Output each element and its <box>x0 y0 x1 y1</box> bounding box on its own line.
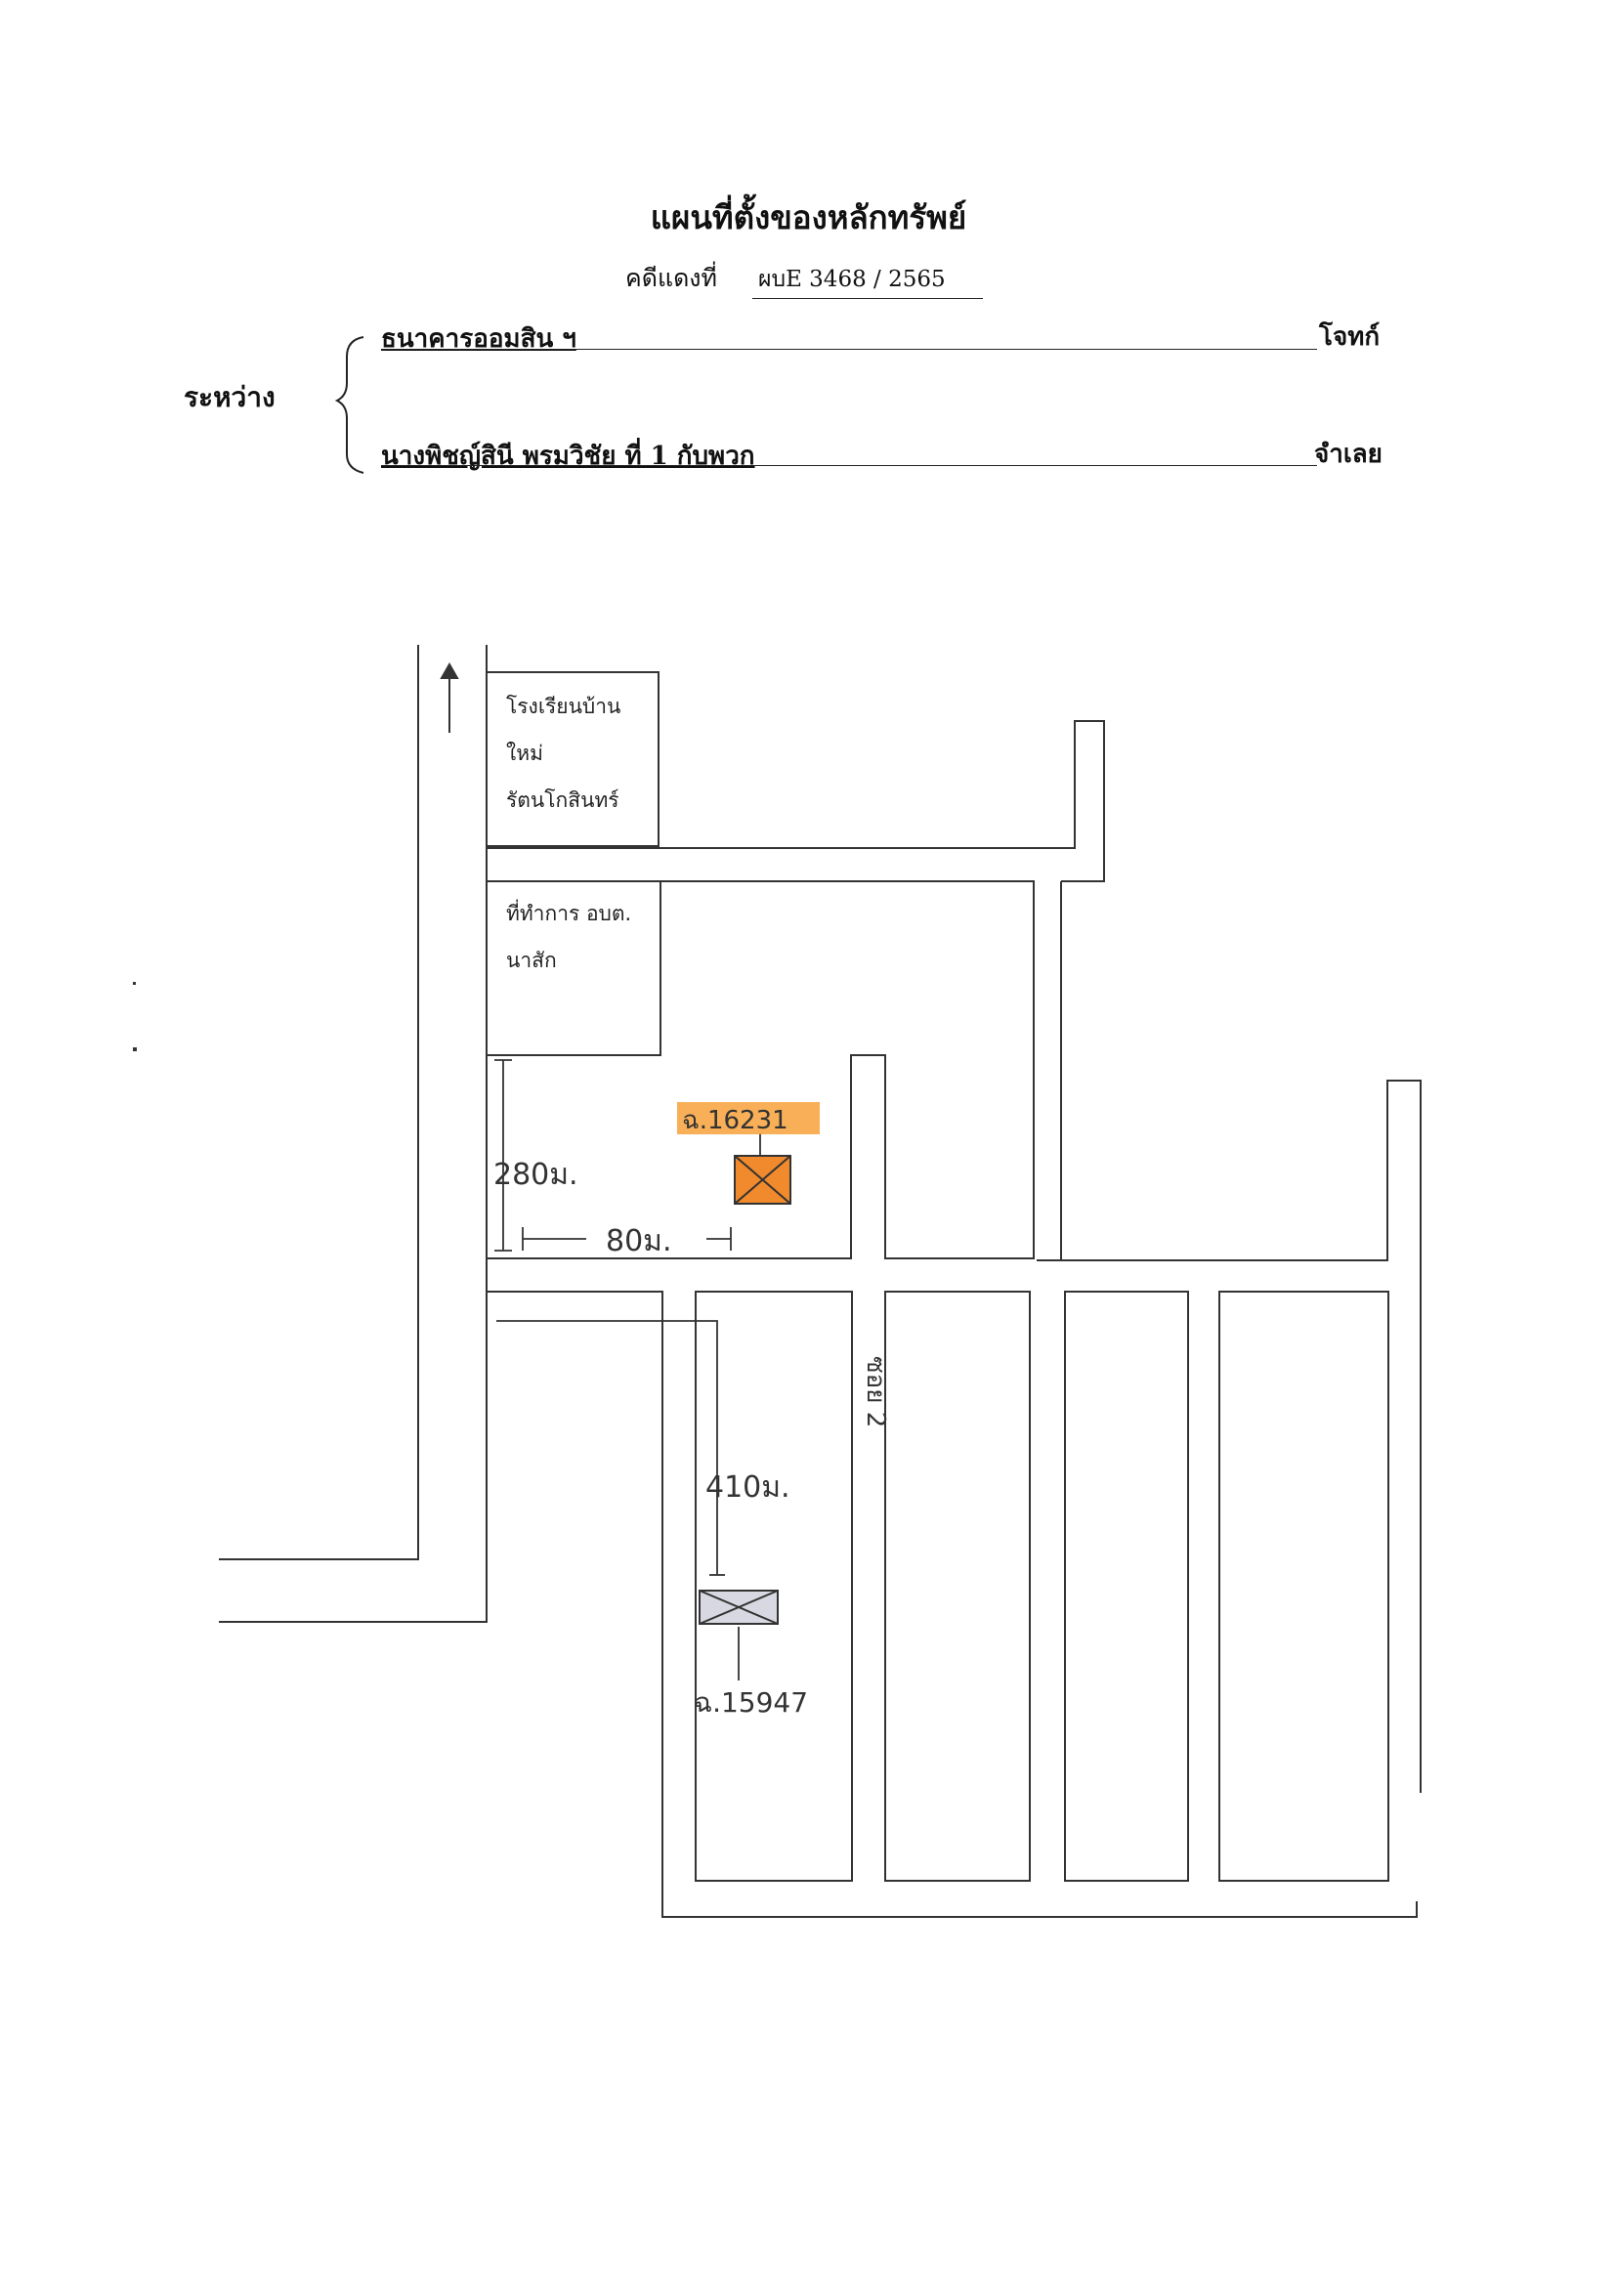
parcel-a-highlight <box>677 1102 820 1134</box>
block-b4 <box>1218 1291 1389 1882</box>
office-label-line1: ที่ทำการ อบต. <box>506 899 631 925</box>
page-title: แผนที่ตั้งของหลักทรัพย์ <box>650 198 967 236</box>
parcel-b-label: ฉ.15947 <box>694 1686 808 1719</box>
parcel-b-marker <box>699 1590 779 1625</box>
defendant-name: นางพิชญ์สินี พรมวิชัย ที่ 1 กับพวก <box>381 442 755 471</box>
block-b3 <box>1064 1291 1189 1882</box>
office-label-line2: นาสัก <box>506 949 557 972</box>
case-label: คดีแดงที่ <box>625 264 717 292</box>
case-number: ผบE 3468 / 2565 <box>752 262 983 299</box>
main-road-left-edge <box>219 645 419 1560</box>
plaintiff-line <box>381 349 1317 350</box>
school-label-line3: รัตนโกสินทร์ <box>506 788 619 812</box>
block-b2 <box>884 1291 1031 1882</box>
parcel-a-label: ฉ.16231 <box>682 1106 788 1135</box>
main-road-right-edge <box>219 645 488 1623</box>
defendant-role: จำเลย <box>1314 440 1383 469</box>
school-label-line2: ใหม่ <box>506 742 543 765</box>
margin-dot <box>133 1047 137 1051</box>
between-label: ระหว่าง <box>184 381 276 413</box>
school-label-line1: โรงเรียนบ้าน <box>506 695 620 718</box>
block-b1 <box>695 1291 853 1882</box>
parcel-a-marker <box>734 1155 791 1205</box>
margin-dot <box>133 982 136 985</box>
office-building <box>486 880 661 1056</box>
measure-line-410 <box>496 1320 718 1575</box>
school-building <box>486 671 660 847</box>
distance-label-280: 280ม. <box>493 1158 578 1192</box>
distance-label-80: 80ม. <box>606 1224 672 1258</box>
distance-label-410: 410ม. <box>705 1470 790 1505</box>
plaintiff-role: โจทก์ <box>1319 322 1381 352</box>
road-label: ซอย 2 <box>861 1356 890 1427</box>
defendant-line <box>381 465 1317 466</box>
